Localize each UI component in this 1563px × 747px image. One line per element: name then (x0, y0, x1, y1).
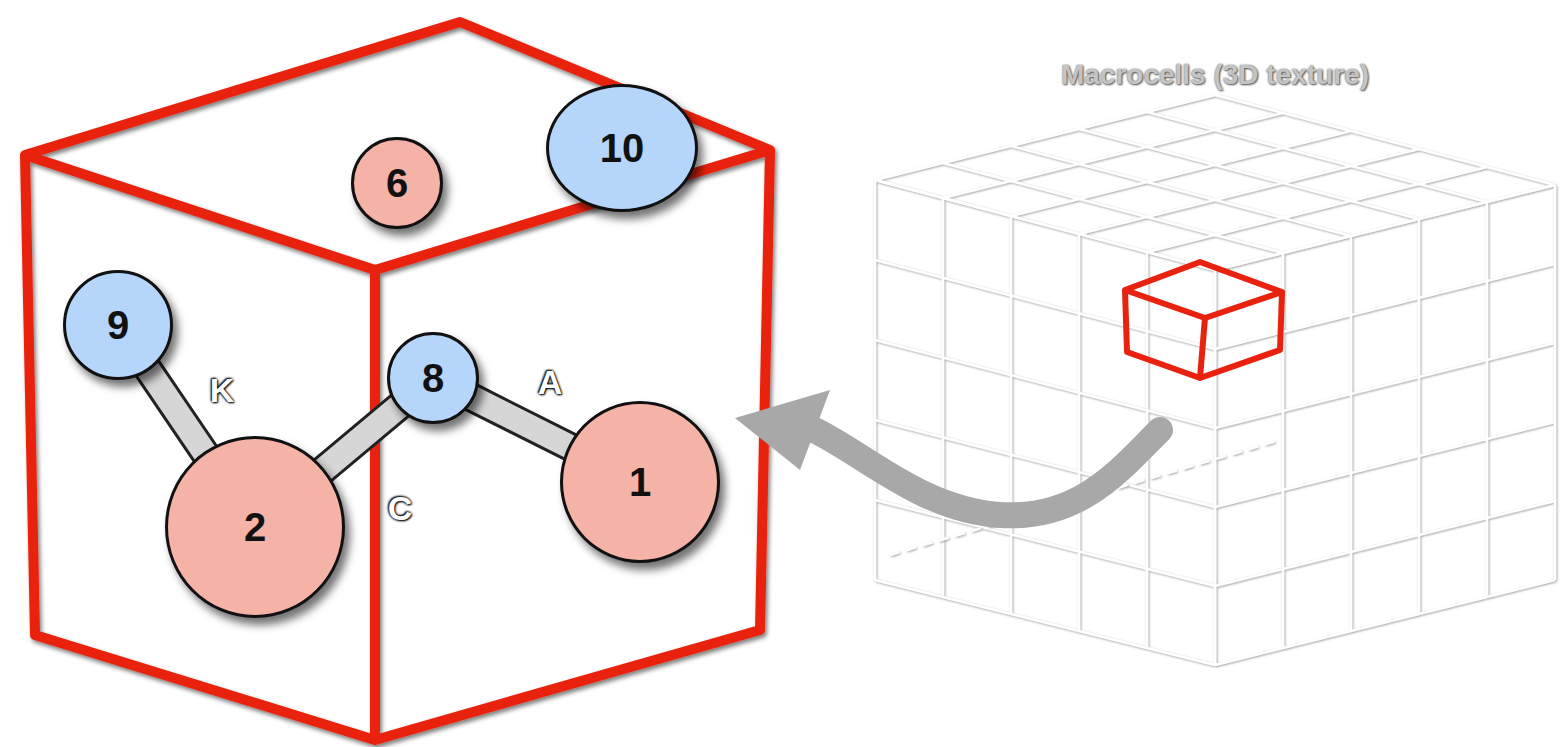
zoom-arrow (810, 428, 1160, 515)
zoom-arrowhead (735, 390, 830, 470)
atom-circle: 1 (560, 401, 720, 563)
atom-number: 6 (386, 161, 408, 206)
atom-number: 2 (244, 505, 266, 550)
atom-circle: 8 (387, 332, 479, 424)
highlighted-cell (1125, 262, 1282, 378)
bond-label: K (210, 371, 235, 410)
bond (148, 369, 205, 454)
bond-label: C (388, 489, 413, 528)
atom-circle: 2 (165, 436, 345, 618)
atom-circle: 9 (63, 270, 173, 380)
atom-number: 10 (600, 126, 645, 171)
atom-number: 9 (107, 303, 129, 348)
atom-circle: 10 (546, 84, 698, 212)
atom-number: 8 (422, 356, 444, 401)
atom-number: 1 (629, 460, 651, 505)
bond-label: A (538, 363, 563, 402)
panel-title: Macrocells (3D texture) (1061, 59, 1369, 91)
bond (323, 406, 399, 470)
macrocell-grid (875, 95, 1555, 665)
macrocell-cube (25, 22, 770, 740)
bond (472, 398, 570, 447)
atom-circle: 6 (351, 137, 443, 229)
